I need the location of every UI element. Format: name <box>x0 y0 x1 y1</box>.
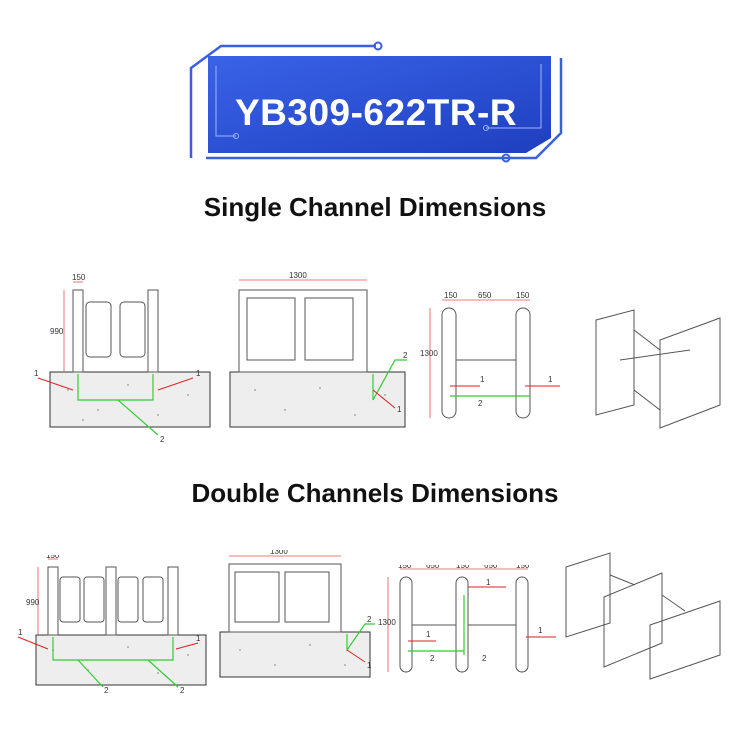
single-side-elevation: 150 990 1 1 2 <box>34 273 211 444</box>
dpl-marker-1c: 1 <box>538 626 543 635</box>
dpl-marker-1a: 1 <box>486 578 491 587</box>
front-marker-2: 2 <box>403 351 408 360</box>
single-front-elevation: 1300 2 1 <box>229 271 408 428</box>
single-plan-view: 150 650 150 1300 1 1 2 <box>420 291 560 419</box>
plan-marker-2: 2 <box>478 399 483 408</box>
badge-frame <box>189 41 563 163</box>
dpl-marker-2b: 2 <box>482 654 487 663</box>
dfr-width: 1300 <box>270 550 288 556</box>
double-isometric-view <box>565 552 721 680</box>
right-post <box>147 289 159 373</box>
dsd-marker-2a: 2 <box>104 686 109 695</box>
dpl-marker-1b: 1 <box>426 630 431 639</box>
dpl-d: 650 <box>484 565 498 570</box>
right-wing <box>119 301 146 358</box>
dpl-e: 150 <box>516 565 530 570</box>
plan-depth: 1300 <box>420 349 438 358</box>
plan-mid: 650 <box>478 291 492 300</box>
dpl-marker-2a: 2 <box>430 654 435 663</box>
double-side-elevation: 150 990 1 1 2 2 <box>17 555 207 695</box>
plan-marker-1a: 1 <box>480 375 485 384</box>
plan-marker-1b: 1 <box>548 375 553 384</box>
single-isometric-view <box>595 309 721 429</box>
double-front-elevation: 1300 2 1 <box>219 550 375 678</box>
double-plan-view: 150 650 150 650 150 1300 1 1 1 2 2 <box>378 565 556 673</box>
dsd-marker-1a: 1 <box>18 628 23 637</box>
dim-front-width: 1300 <box>289 271 307 280</box>
dpl-depth: 1300 <box>378 618 396 627</box>
dfr-marker-2: 2 <box>367 615 372 624</box>
dsd-marker-1b: 1 <box>196 634 201 643</box>
dim-side-top: 150 <box>72 273 86 282</box>
dsd-top: 150 <box>46 555 60 560</box>
plan-right: 150 <box>516 291 530 300</box>
badge-title: YB309-622TR-R <box>234 92 518 133</box>
marker-2: 2 <box>160 435 165 444</box>
plan-left: 150 <box>444 291 458 300</box>
dsd-marker-2b: 2 <box>180 686 185 695</box>
dfr-marker-1: 1 <box>367 661 372 670</box>
marker-1b: 1 <box>196 369 201 378</box>
dsd-height: 990 <box>26 598 40 607</box>
single-channel-heading: Single Channel Dimensions <box>203 192 547 222</box>
dim-side-height: 990 <box>50 327 64 336</box>
dpl-a: 150 <box>398 565 412 570</box>
front-marker-1: 1 <box>397 405 402 414</box>
dpl-b: 650 <box>426 565 440 570</box>
left-post <box>72 289 84 373</box>
double-channel-heading: Double Channels Dimensions <box>191 478 559 508</box>
marker-1a: 1 <box>34 369 39 378</box>
left-wing <box>85 301 112 358</box>
dpl-c: 150 <box>456 565 470 570</box>
title-badge: YB309-622TR-R <box>186 38 566 166</box>
